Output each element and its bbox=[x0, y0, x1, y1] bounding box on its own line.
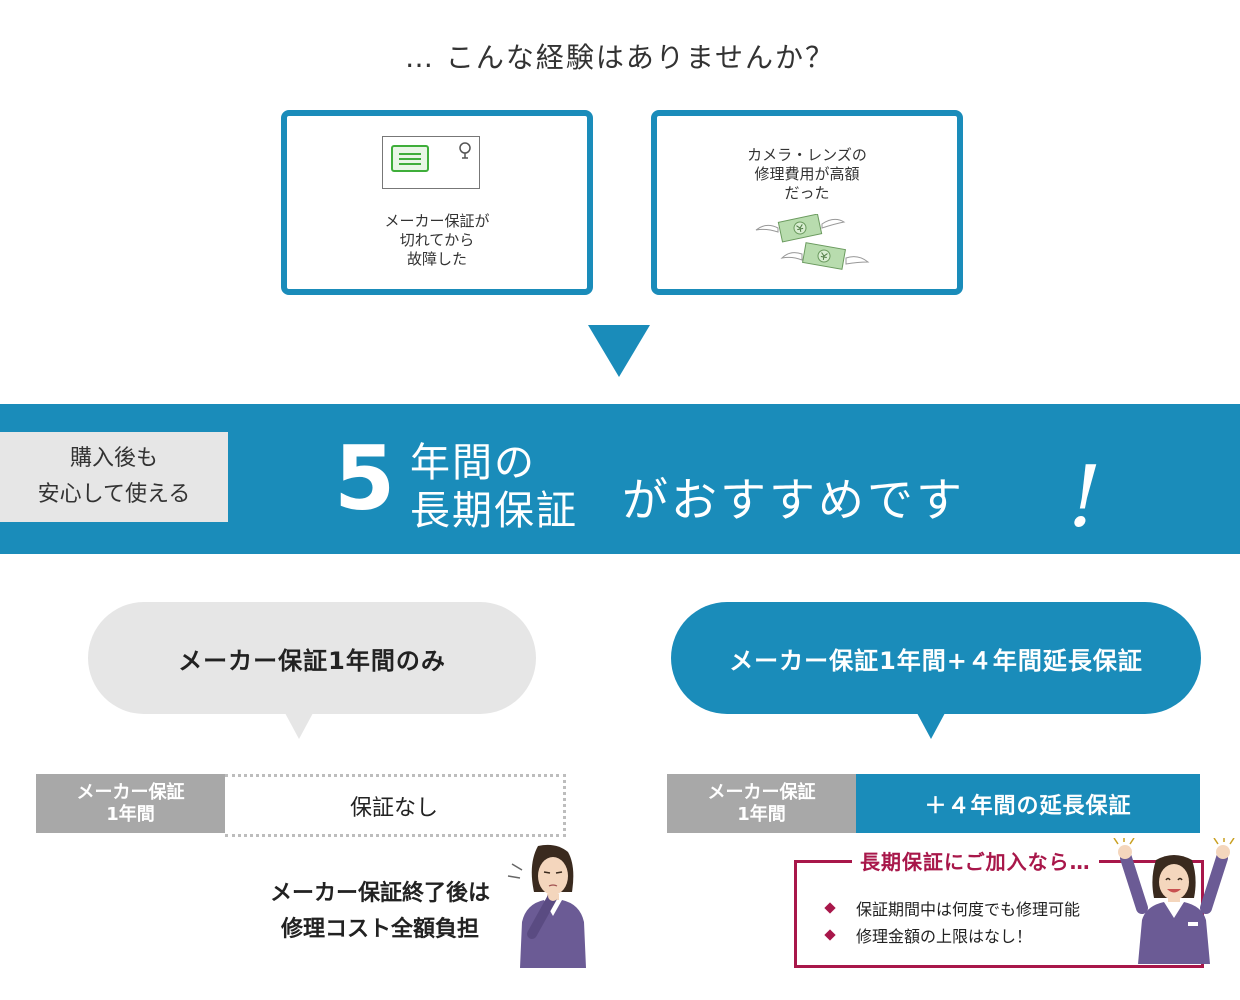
scenario-card-warranty-expired: メーカー保証が 切れてから 故障した bbox=[281, 110, 593, 295]
card-line: メーカー保証が bbox=[384, 212, 490, 230]
flying-money-icon bbox=[755, 214, 870, 270]
recommendation-banner: 購入後も 安心して使える 5 年間の 長期保証 がおすすめです ! bbox=[0, 404, 1240, 554]
down-arrow-icon bbox=[588, 325, 650, 377]
benefit-text: 修理金額の上限はなし！ bbox=[856, 927, 1033, 946]
banner-line1: 年間の bbox=[410, 440, 536, 486]
card-text: メーカー保証が 切れてから 故障した bbox=[287, 212, 587, 269]
benefit-item: 修理金額の上限はなし！ bbox=[824, 923, 1033, 947]
banner-recommend: がおすすめです bbox=[622, 473, 965, 527]
plan-bubble-extended: メーカー保証1年間+４年間延長保証 bbox=[671, 602, 1201, 714]
warranty-card-icon bbox=[382, 136, 480, 189]
card-line: 修理費用が高額 bbox=[754, 165, 860, 183]
banner-tag: 購入後も 安心して使える bbox=[0, 432, 228, 522]
banner-tag-line: 購入後も bbox=[69, 446, 158, 471]
bubble-tail bbox=[917, 713, 945, 739]
warranty-badge bbox=[391, 145, 429, 172]
card-line: 切れてから bbox=[399, 231, 475, 249]
bar-label: 1年間 bbox=[737, 803, 786, 825]
note-line: メーカー保証終了後は bbox=[269, 881, 490, 906]
card-text: カメラ・レンズの 修理費用が高額 だった bbox=[657, 146, 957, 203]
bar-label: メーカー保証 bbox=[76, 781, 185, 803]
benefit-text: 保証期間中は何度でも修理可能 bbox=[856, 900, 1081, 919]
benefit-heading: 長期保証にご加入なら… bbox=[852, 846, 1099, 875]
plan-bubble-maker-only: メーカー保証1年間のみ bbox=[88, 602, 536, 714]
bar-label: メーカー保証 bbox=[707, 781, 816, 803]
bulb-icon bbox=[459, 142, 471, 159]
diamond-bullet-icon bbox=[824, 902, 836, 914]
card-line: カメラ・レンズの bbox=[747, 146, 867, 164]
intro-heading: … こんな経験はありませんか？ bbox=[404, 41, 836, 74]
exclamation-mark: ! bbox=[1068, 448, 1102, 546]
card-line: 故障した bbox=[406, 250, 467, 268]
bar-maker-warranty: メーカー保証 1年間 bbox=[667, 774, 856, 833]
note-line: 修理コスト全額負担 bbox=[280, 917, 479, 942]
diamond-bullet-icon bbox=[824, 929, 836, 941]
banner-tag-line: 安心して使える bbox=[37, 482, 191, 507]
scenario-card-expensive-repair: カメラ・レンズの 修理費用が高額 だった bbox=[651, 110, 963, 295]
bar-extended-warranty: ＋４年間の延長保証 bbox=[856, 774, 1200, 833]
banner-number: 5 bbox=[334, 427, 396, 530]
bar-maker-warranty: メーカー保証 1年間 bbox=[36, 774, 225, 833]
cost-note: メーカー保証終了後は 修理コスト全額負担 bbox=[250, 876, 510, 948]
benefit-item: 保証期間中は何度でも修理可能 bbox=[824, 896, 1081, 920]
bar-label: 1年間 bbox=[106, 803, 155, 825]
card-line: だった bbox=[784, 184, 830, 202]
bubble-tail bbox=[285, 713, 313, 739]
banner-line2: 長期保証 bbox=[410, 488, 578, 534]
cheering-person-icon bbox=[1113, 838, 1235, 964]
worried-person-icon bbox=[507, 844, 586, 968]
bar-no-warranty: 保証なし bbox=[225, 774, 566, 837]
